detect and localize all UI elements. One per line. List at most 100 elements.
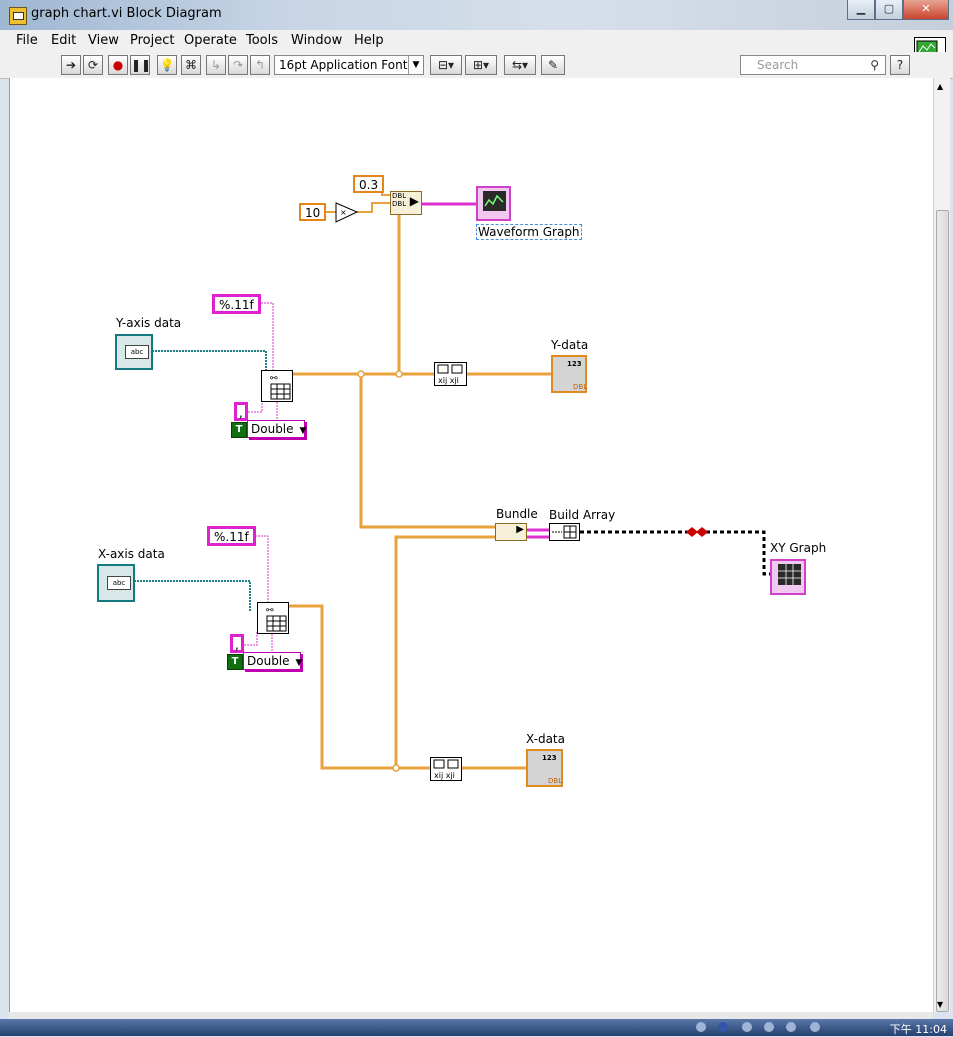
clock[interactable]: 下午 11:04: [889, 1023, 947, 1036]
tray-icon[interactable]: [696, 1022, 706, 1032]
minimize-button[interactable]: ▁: [847, 0, 875, 20]
reorder-icon[interactable]: ⇆▾: [504, 55, 536, 75]
menu-project[interactable]: Project: [130, 33, 175, 48]
transpose-icon: xij xji: [433, 759, 459, 780]
y-data-indicator[interactable]: 123 DBL: [551, 355, 587, 393]
string-terminal-icon: abc: [107, 576, 131, 590]
build-array-icon: [552, 525, 577, 539]
clean-up-diagram-icon[interactable]: ✎: [541, 55, 565, 75]
chevron-down-icon: ▼: [299, 426, 307, 436]
boolean-true-constant[interactable]: T: [227, 654, 243, 670]
bundle-label: Bundle: [496, 507, 538, 521]
help-tray-icon[interactable]: [718, 1022, 728, 1032]
chevron-down-icon: ▼: [295, 658, 303, 668]
flag-tray-icon[interactable]: [786, 1022, 796, 1032]
numeric-icon: 123: [542, 754, 557, 762]
wire-sep-y[interactable]: [242, 400, 263, 413]
y-axis-data-label: Y-axis data: [116, 316, 182, 330]
volume-tray-icon[interactable]: [764, 1022, 774, 1032]
bundle-input-label: DBL: [392, 200, 407, 208]
y-data-label: Y-data: [551, 338, 589, 352]
horizontal-scrollbar[interactable]: [9, 1012, 933, 1019]
menu-tools[interactable]: Tools: [246, 33, 279, 48]
run-continuously-icon[interactable]: ⟳: [83, 55, 103, 75]
x-data-label: X-data: [526, 732, 565, 746]
spreadsheet-to-array-x[interactable]: ⚯: [257, 602, 289, 634]
retain-wire-values-icon[interactable]: ⌘: [181, 55, 201, 75]
multiply-node[interactable]: ×: [335, 202, 359, 223]
type-ring-x-value: Double: [247, 654, 290, 668]
svg-text:×: ×: [340, 208, 347, 217]
xy-graph-terminal[interactable]: [770, 559, 806, 595]
pause-icon[interactable]: ❚❚: [130, 55, 151, 75]
build-array-node[interactable]: [549, 523, 580, 541]
scroll-thumb[interactable]: [936, 210, 949, 1012]
step-out-icon[interactable]: ↰: [250, 55, 270, 75]
abort-icon[interactable]: ●: [108, 55, 128, 75]
wire-sep-x[interactable]: [238, 632, 258, 646]
wire-x-array[interactable]: [289, 604, 430, 770]
menu-help[interactable]: Help: [354, 33, 384, 48]
x-data-indicator[interactable]: 123 DBL: [526, 749, 563, 787]
menu-view[interactable]: View: [88, 33, 119, 48]
waveform-graph-label[interactable]: Waveform Graph: [476, 224, 582, 240]
menu-edit[interactable]: Edit: [51, 33, 77, 48]
scroll-down-icon[interactable]: ▼: [937, 1000, 944, 1009]
type-ring-y[interactable]: Double ▼: [247, 420, 307, 438]
delimiter-x[interactable]: ,: [230, 634, 244, 653]
format-string-x[interactable]: %.11f: [207, 526, 256, 546]
wire-fmt-x[interactable]: [246, 535, 269, 604]
toolbar: ➔ ⟳ ● ❚❚ 💡 ⌘ ↳ ↷ ↰ 16pt Application Font…: [0, 52, 953, 79]
wire-y-to-xy-bundle[interactable]: [359, 374, 495, 529]
constant-10[interactable]: 10: [299, 203, 327, 221]
wire-xaxis-string[interactable]: [134, 580, 251, 612]
maximize-button[interactable]: ▢: [875, 0, 903, 20]
bundle-node-waveform[interactable]: DBL DBL ▶: [390, 191, 422, 215]
font-selector[interactable]: 16pt Application Font ▼: [274, 55, 424, 75]
spreadsheet-to-array-y[interactable]: ⚯: [261, 370, 293, 402]
transpose-array-y[interactable]: xij xji: [434, 362, 467, 386]
delimiter-y[interactable]: ,: [234, 402, 248, 421]
y-axis-data-control[interactable]: abc: [115, 334, 153, 370]
waveform-graph-terminal[interactable]: [476, 186, 511, 221]
distribute-objects-icon[interactable]: ⊞▾: [465, 55, 497, 75]
wire-x-to-xy-bundle[interactable]: [394, 535, 495, 768]
format-string-y[interactable]: %.11f: [212, 294, 261, 314]
bundle-node-xy[interactable]: ▶: [495, 523, 527, 541]
step-into-icon[interactable]: ↳: [206, 55, 226, 75]
wire-junction: [395, 370, 403, 378]
wire-multiply-to-bundle[interactable]: [357, 202, 390, 213]
help-button[interactable]: ?: [890, 55, 910, 75]
search-input[interactable]: Search ⚲: [740, 55, 886, 75]
block-diagram-canvas[interactable]: [9, 78, 934, 1012]
search-icon[interactable]: ⚲: [870, 58, 879, 72]
tray-icon[interactable]: [810, 1022, 820, 1032]
xy-graph-label: XY Graph: [770, 541, 827, 555]
menu-file[interactable]: File: [16, 33, 38, 48]
svg-text:xij xji: xij xji: [434, 771, 455, 780]
menu-operate[interactable]: Operate: [184, 33, 237, 48]
svg-text:xij xji: xij xji: [438, 376, 459, 385]
bundle-input-label: DBL: [392, 192, 407, 200]
vertical-scrollbar[interactable]: ▲ ▼: [933, 78, 950, 1012]
window-controls: ▁ ▢ ✕: [847, 0, 949, 20]
broken-wire-marker-icon[interactable]: [686, 527, 708, 537]
constant-0-3[interactable]: 0.3: [353, 175, 385, 193]
wire-yaxis-string[interactable]: [152, 350, 267, 380]
scroll-up-icon[interactable]: ▲: [937, 82, 944, 91]
network-tray-icon[interactable]: [742, 1022, 752, 1032]
menu-window[interactable]: Window: [291, 33, 343, 48]
align-objects-icon[interactable]: ⊟▾: [430, 55, 462, 75]
close-button[interactable]: ✕: [903, 0, 949, 20]
type-ring-x[interactable]: Double ▼: [243, 652, 303, 670]
transpose-icon: xij xji: [437, 364, 463, 385]
transpose-array-x[interactable]: xij xji: [430, 757, 462, 781]
step-over-icon[interactable]: ↷: [228, 55, 248, 75]
broken-wire-to-xy-graph[interactable]: [580, 530, 772, 576]
boolean-true-constant[interactable]: T: [231, 422, 247, 438]
type-ring-y-value: Double: [251, 422, 294, 436]
x-axis-data-control[interactable]: abc: [97, 564, 135, 602]
highlight-execution-icon[interactable]: 💡: [157, 55, 177, 75]
run-arrow-icon[interactable]: ➔: [61, 55, 81, 75]
labview-app-icon[interactable]: [9, 7, 27, 25]
